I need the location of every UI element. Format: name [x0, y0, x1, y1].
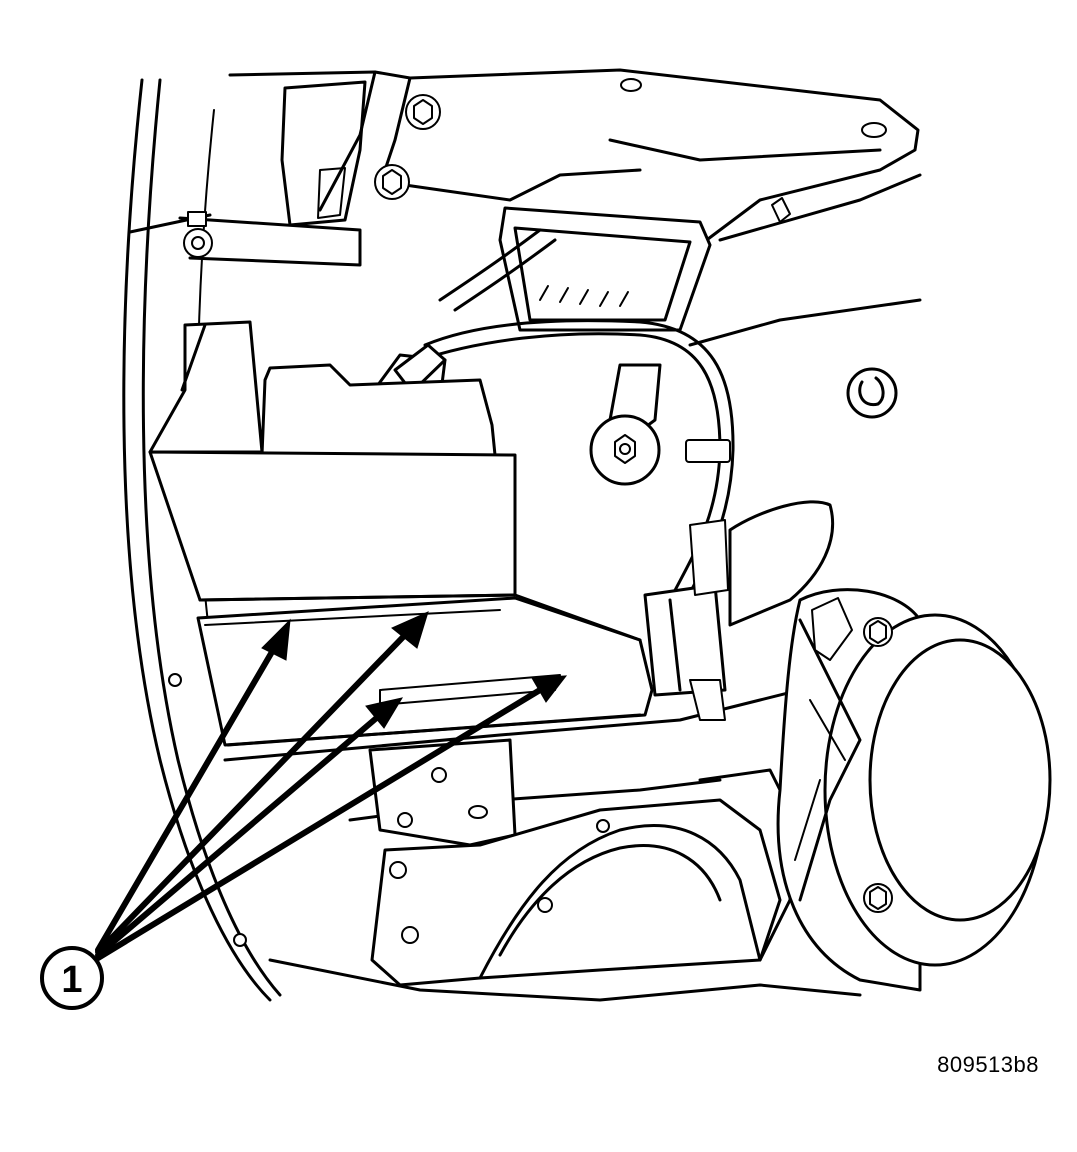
callout-circle [40, 946, 104, 1010]
lower-door-structure [168, 673, 862, 1002]
figure-id: 809513b8 [937, 1052, 1039, 1077]
bolt-icon [374, 164, 410, 200]
arrowhead-icon [261, 618, 291, 661]
arrowhead-icon [391, 611, 429, 649]
callout-leaders [95, 611, 568, 961]
door-latch-connector [643, 500, 853, 721]
bolt-icon [863, 883, 893, 913]
arrowhead-icon [531, 675, 568, 703]
bolt-icon [863, 617, 893, 647]
callout-number: 1 [61, 959, 82, 1001]
module-box [148, 320, 654, 747]
upper-bolts [374, 94, 441, 200]
speaker [776, 588, 1052, 992]
harness-connector [498, 206, 712, 332]
arrowhead-icon [365, 697, 404, 729]
bolt-icon [405, 94, 441, 130]
callout-1: 1 [40, 946, 104, 1010]
access-plug [846, 367, 898, 419]
regulator-arm-right [589, 363, 662, 486]
upper-mounting-bracket [128, 80, 367, 267]
